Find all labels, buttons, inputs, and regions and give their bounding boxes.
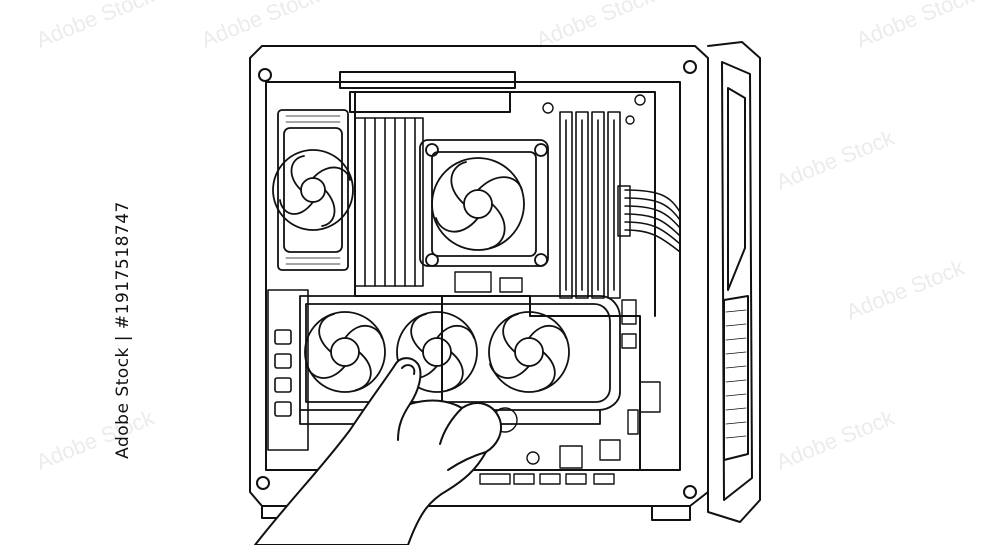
front-panel-vent	[723, 295, 749, 461]
power-cable-bundle	[617, 185, 681, 253]
top-bracket	[339, 71, 516, 89]
gpu-fan	[304, 311, 386, 393]
ram-slots	[559, 111, 621, 299]
stock-id-label: Adobe Stock | #1917518747	[112, 201, 133, 459]
finger-line	[447, 451, 487, 471]
hand	[254, 357, 502, 545]
ram-stick	[591, 111, 605, 299]
gpu-fan	[396, 311, 478, 393]
ram-stick	[575, 111, 589, 299]
pc-case	[249, 41, 761, 523]
rear-fan-frame	[277, 109, 349, 271]
hand-outline	[254, 357, 502, 545]
front-panel-accent	[727, 87, 746, 291]
rear-fan-grill	[285, 115, 341, 265]
cpu-cooler-bracket	[419, 139, 549, 267]
ram-stick	[607, 111, 621, 299]
cpu-cooler	[419, 139, 549, 267]
motherboard-components	[454, 94, 661, 485]
screw-icon	[258, 68, 272, 82]
cpu-heatsink	[354, 117, 424, 287]
screw-icon	[256, 476, 270, 490]
graphics-card	[299, 295, 621, 425]
thumb-nail	[401, 364, 416, 375]
motherboard-edge	[354, 91, 656, 317]
case-inner-frame	[265, 81, 681, 471]
case-foot	[651, 505, 691, 521]
gpu-shroud	[299, 295, 621, 411]
front-vent-mesh	[725, 309, 747, 439]
gpu-fan	[488, 311, 570, 393]
ram-stick	[559, 111, 573, 299]
screw-icon	[683, 60, 697, 74]
finger-line	[397, 403, 411, 441]
rear-fan	[272, 109, 354, 271]
front-panel	[707, 41, 761, 523]
finger-line	[439, 407, 463, 445]
screw-icon	[683, 485, 697, 499]
